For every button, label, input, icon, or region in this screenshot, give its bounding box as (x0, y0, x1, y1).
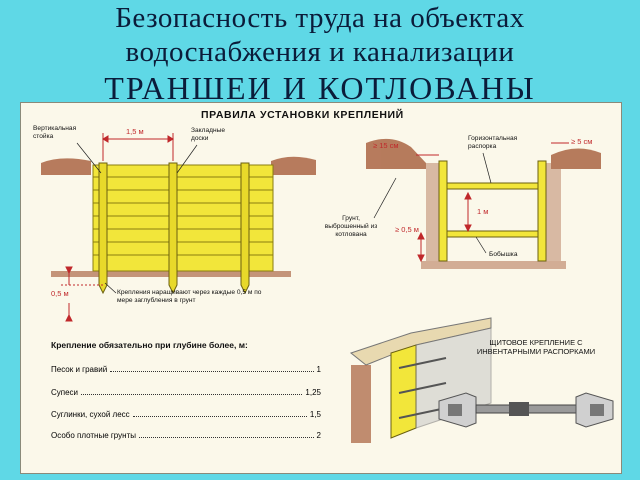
diagram-drawings (41, 133, 614, 443)
content-panel: ПРАВИЛА УСТАНОВКИ КРЕПЛЕНИЙ (20, 102, 622, 474)
material-row: Особо плотные грунты 2 (51, 431, 321, 440)
label-vertical-post: Вертикальная стойка (33, 125, 77, 140)
dim-bottom: ≥ 0,5 м (395, 225, 419, 234)
right-soil (366, 138, 601, 269)
dim-height: 1 м (477, 207, 489, 216)
left-note: Крепления наращивают через каждые 0,5 м … (117, 289, 262, 304)
label-horizontal-strut: Горизонтальная распорка (468, 135, 518, 150)
left-leaders (76, 142, 198, 294)
title-line-3: ТРАНШЕИ И КОТЛОВАНЫ (104, 70, 536, 106)
dim-top-left: ≥ 15 см (373, 141, 399, 150)
leader-dots (110, 365, 314, 372)
left-dimension-lines (61, 133, 174, 322)
right-leaders (373, 152, 492, 254)
material-name: Суглинки, сухой лесс (51, 410, 130, 419)
material-name: Супеси (51, 388, 79, 397)
material-depth: 1,25 (305, 388, 321, 397)
material-depth: 2 (316, 431, 321, 440)
label-bobyshka: Бобышка (489, 251, 518, 258)
material-row: Супеси 1,25 (51, 388, 321, 397)
left-posts (98, 162, 250, 295)
material-name: Особо плотные грунты (51, 431, 136, 440)
leader-dots (132, 410, 307, 417)
material-depth: 1,5 (309, 410, 321, 419)
requirement-heading: Крепление обязательно при глубине более,… (51, 340, 248, 350)
dim-depth: 0,5 м (51, 289, 69, 298)
leader-dots (81, 388, 303, 395)
shield-caption: ЩИТОВОЕ КРЕПЛЕНИЕ С ИНВЕНТАРНЫМИ РАСПОРК… (476, 338, 596, 356)
title-line-2: водоснабжения и канализации (125, 36, 515, 68)
label-planks: Закладные доски (191, 127, 226, 142)
panel-heading: ПРАВИЛА УСТАНОВКИ КРЕПЛЕНИЙ (201, 109, 404, 121)
right-dimension-lines (416, 142, 569, 263)
dim-spacing: 1,5 м (126, 127, 144, 136)
dim-top-right: ≥ 5 см (571, 137, 593, 146)
material-row: Песок и гравий 1 (51, 365, 321, 374)
label-soil: Грунт, выброшенный из котлована (324, 215, 378, 238)
leader-dots (139, 431, 314, 438)
material-row: Суглинки, сухой лесс 1,5 (51, 410, 321, 419)
title-line-1: Безопасность труда на объектах (115, 2, 525, 34)
material-name: Песок и гравий (51, 365, 108, 374)
right-trench-supports (438, 160, 547, 262)
telescopic-strut-drawing (438, 392, 614, 428)
material-depth: 1 (316, 365, 321, 374)
